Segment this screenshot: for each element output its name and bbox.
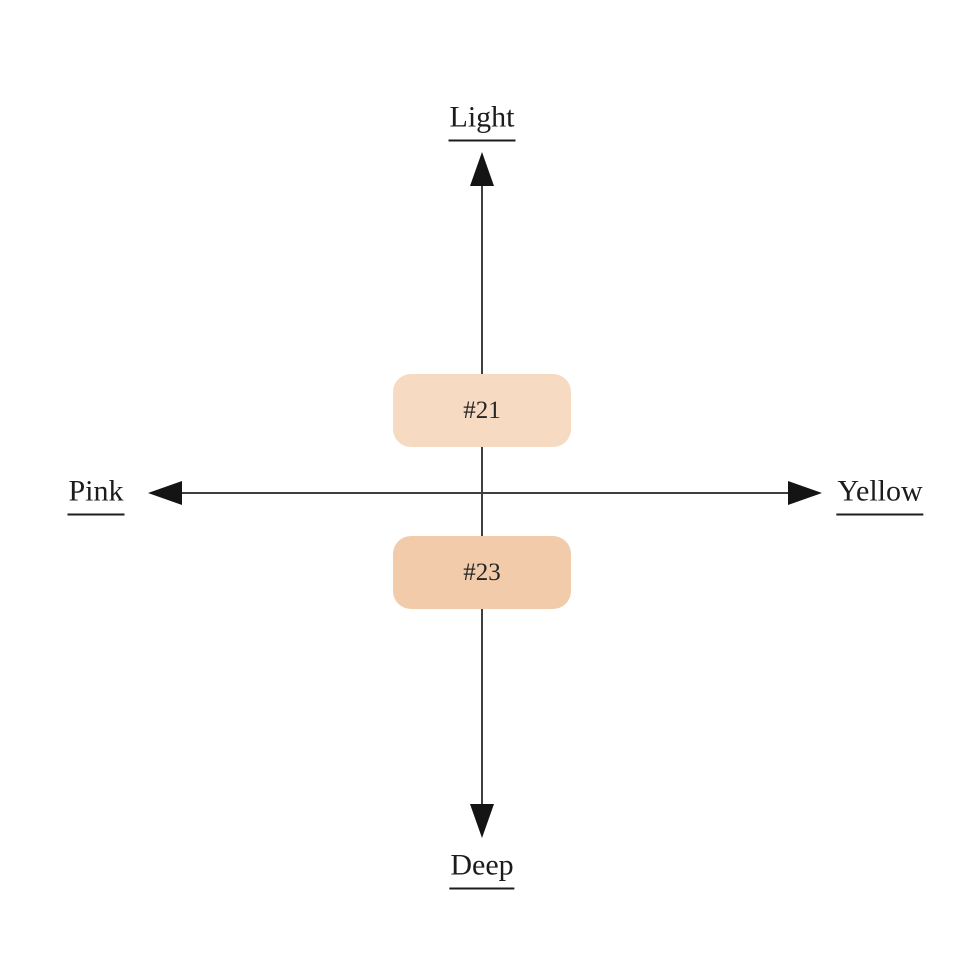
shade-swatch-21: #21 bbox=[393, 374, 571, 447]
horizontal-axis-line bbox=[172, 492, 792, 494]
arrow-down-icon bbox=[470, 804, 494, 838]
axis-label-deep: Deep bbox=[449, 850, 515, 890]
swatch-label: #23 bbox=[463, 558, 501, 586]
axis-label-pink: Pink bbox=[67, 476, 125, 516]
arrow-up-icon bbox=[470, 152, 494, 186]
shade-swatch-23: #23 bbox=[393, 536, 571, 609]
axis-label-light: Light bbox=[448, 102, 516, 142]
arrow-left-icon bbox=[148, 481, 182, 505]
swatch-label: #21 bbox=[463, 396, 501, 424]
axis-label-yellow: Yellow bbox=[836, 476, 924, 516]
arrow-right-icon bbox=[788, 481, 822, 505]
